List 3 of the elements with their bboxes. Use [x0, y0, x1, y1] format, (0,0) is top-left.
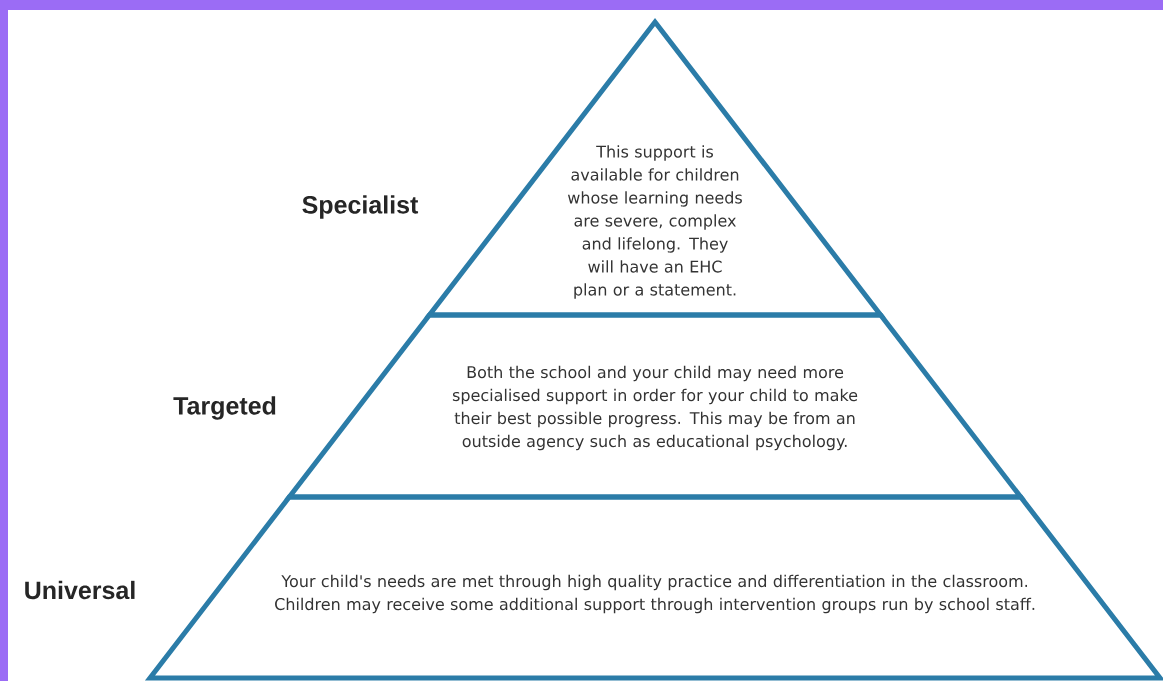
level-heading: Specialist: [302, 195, 419, 219]
level-heading: Targeted: [173, 396, 276, 420]
level-heading: Universal: [25, 580, 135, 600]
